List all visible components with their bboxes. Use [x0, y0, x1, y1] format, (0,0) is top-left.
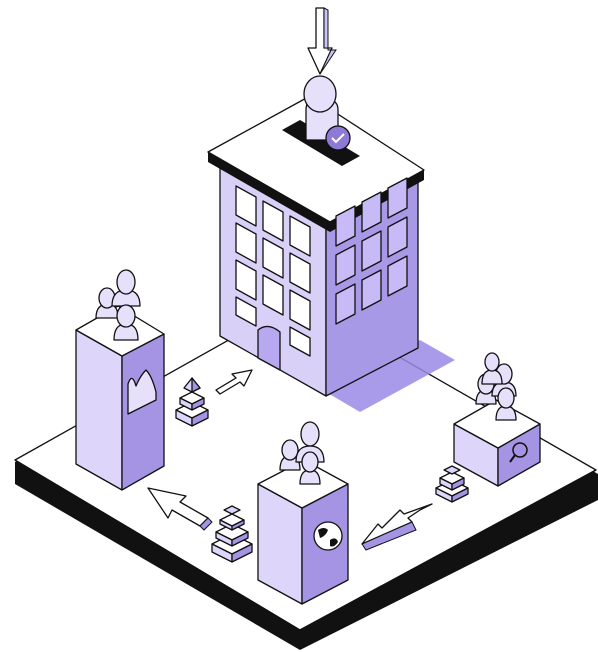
down-arrow-icon: [308, 8, 336, 74]
left-pillar: [76, 270, 164, 490]
globe-icon: [314, 522, 342, 550]
right-block: [454, 353, 540, 486]
voter-figure: [304, 76, 350, 150]
